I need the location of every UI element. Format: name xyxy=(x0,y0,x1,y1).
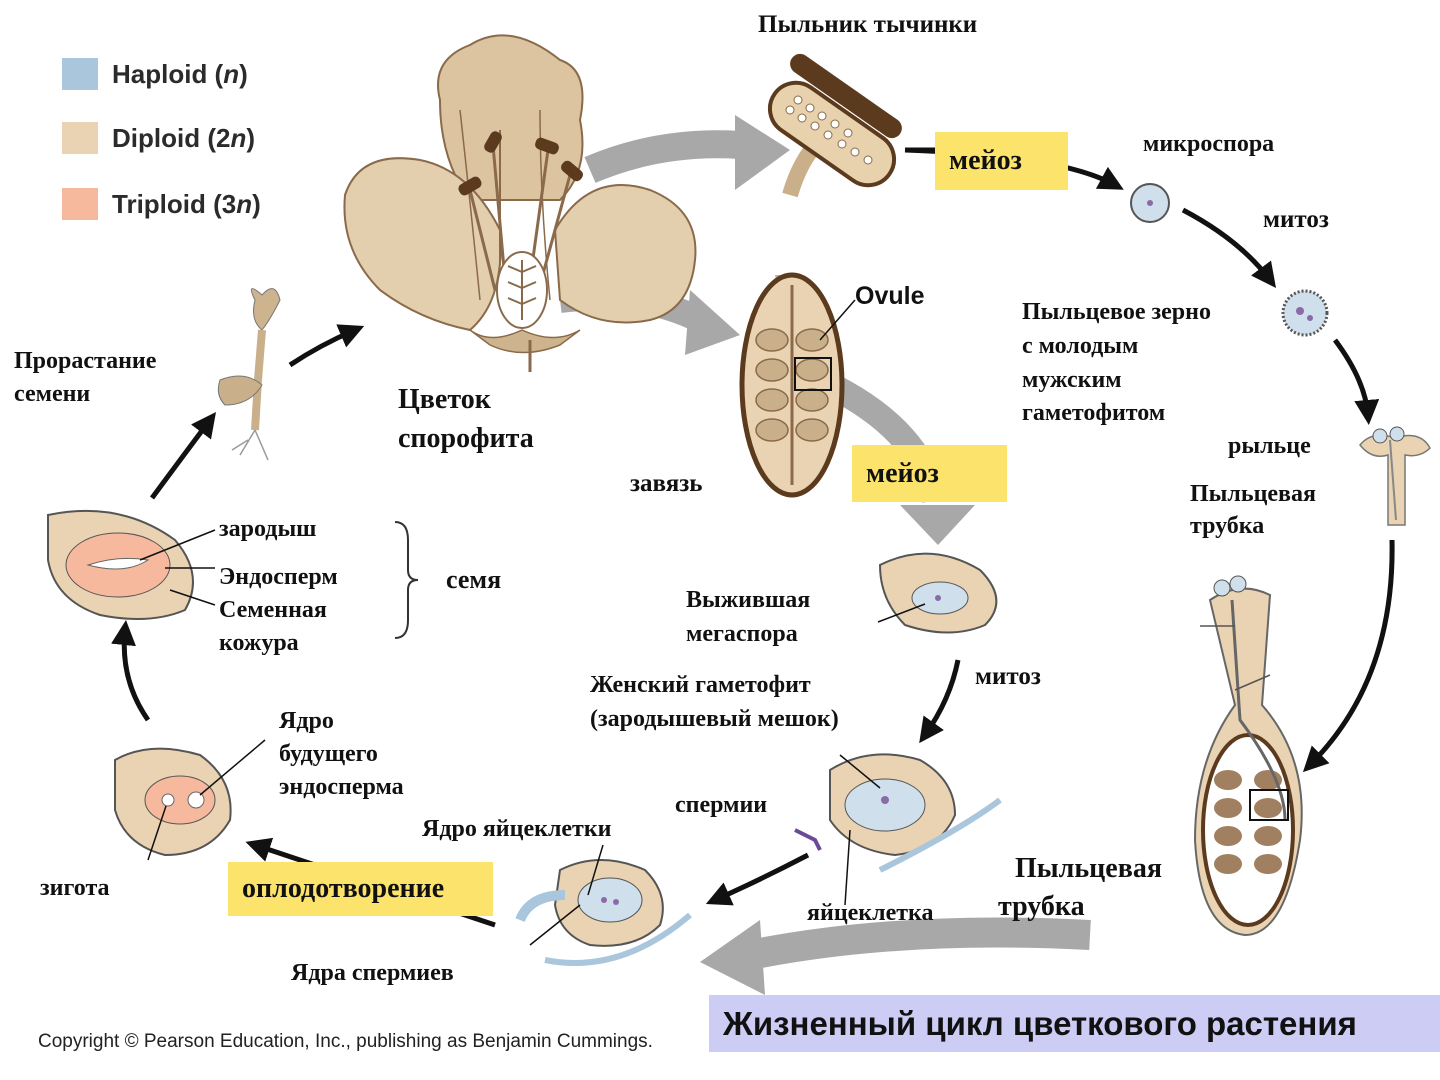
label-microspore: микроспора xyxy=(1143,131,1275,157)
label-endosperm-nucleus-line2: будущего xyxy=(279,741,378,767)
label-mitosis-male: митоз xyxy=(1263,206,1329,233)
anther-illustration xyxy=(767,53,935,198)
label-ovary: завязь xyxy=(630,470,703,497)
label-pollen-grain-line3: мужским xyxy=(1022,367,1122,393)
label-germination-line2: семени xyxy=(14,381,91,407)
label-anther: Пыльник тычинки xyxy=(758,11,978,38)
label-pollen-tube-big-line1: Пыльцевая xyxy=(1015,853,1162,884)
haploid-swatch xyxy=(62,58,98,90)
label-stigma: рыльце xyxy=(1228,433,1311,459)
label-pollen-tube-small-line1: Пыльцевая xyxy=(1190,481,1316,507)
seed-brace xyxy=(394,521,419,639)
triploid-swatch xyxy=(62,188,98,220)
pollen-grain-illustration xyxy=(1281,289,1329,337)
label-meiosis-female: мейоз xyxy=(852,445,1007,502)
label-megaspore-line2: мегаспора xyxy=(686,621,798,647)
label-endosperm-nucleus-line3: эндосперма xyxy=(279,774,404,800)
sporophyte-flower-illustration xyxy=(343,34,697,372)
label-seed: семя xyxy=(446,565,502,594)
seedling-illustration xyxy=(217,288,281,461)
grey-arrow-flower-to-anther xyxy=(584,115,790,190)
label-sperm-nuclei: Ядра спермиев xyxy=(291,960,454,986)
ovary-illustration xyxy=(739,272,856,498)
label-mitosis-female: митоз xyxy=(975,663,1041,690)
microspore-illustration xyxy=(1130,183,1170,223)
label-germination-line1: Прорастание xyxy=(14,348,157,374)
zygote-illustration xyxy=(114,739,266,861)
seed-illustration xyxy=(47,509,216,620)
label-megaspore-line1: Выжившая xyxy=(686,587,811,613)
label-pollen-tube-small-line2: трубка xyxy=(1190,513,1265,539)
label-pollen-grain-line2: с молодым xyxy=(1022,333,1139,359)
label-pollen-grain-line4: гаметофитом xyxy=(1022,400,1166,426)
label-pollen-grain-line1: Пыльцевое зерно xyxy=(1022,299,1211,325)
label-female-gametophyte-line1: Женский гаметофит xyxy=(590,672,811,698)
ovary-with-pollen-tube-illustration xyxy=(1193,575,1303,937)
stigma-illustration xyxy=(1359,426,1431,526)
label-seed-coat-line1: Семенная xyxy=(219,597,327,623)
label-zygote: зигота xyxy=(40,875,110,901)
label-endosperm-nucleus-line1: Ядро xyxy=(279,708,334,734)
label-female-gametophyte-line2: (зародышевый мешок) xyxy=(590,706,839,732)
fertilization-illustration xyxy=(515,844,692,966)
label-embryo: зародыш xyxy=(219,516,317,542)
label-egg: яйцеклетка xyxy=(807,900,934,926)
grey-arrow-pollen-tube-to-fertilization xyxy=(700,917,1091,995)
label-sperm: спермии xyxy=(675,792,768,818)
label-egg-nucleus: Ядро яйцеклетки xyxy=(422,816,612,842)
label-pollen-tube-big-line2: трубка xyxy=(998,891,1085,922)
legend-triploid: Triploid (3n) xyxy=(62,184,261,224)
label-meiosis-male: мейоз xyxy=(935,132,1068,190)
label-seed-coat-line2: кожура xyxy=(219,630,299,656)
copyright-notice: Copyright © Pearson Education, Inc., pub… xyxy=(38,1031,653,1052)
label-fertilization: оплодотворение xyxy=(228,862,493,916)
label-ovule: Ovule xyxy=(855,282,925,310)
megaspore-illustration xyxy=(877,552,998,634)
diploid-swatch xyxy=(62,122,98,154)
legend-diploid: Diploid (2n) xyxy=(62,118,255,158)
female-gametophyte-illustration xyxy=(794,753,1002,906)
label-endosperm: Эндосперм xyxy=(219,564,338,590)
label-flower-line2: спорофита xyxy=(398,423,534,454)
legend-haploid: Haploid (n) xyxy=(62,54,248,94)
label-flower-line1: Цветок xyxy=(398,384,491,415)
diagram-title: Жизненный цикл цветкового растения xyxy=(709,995,1440,1052)
